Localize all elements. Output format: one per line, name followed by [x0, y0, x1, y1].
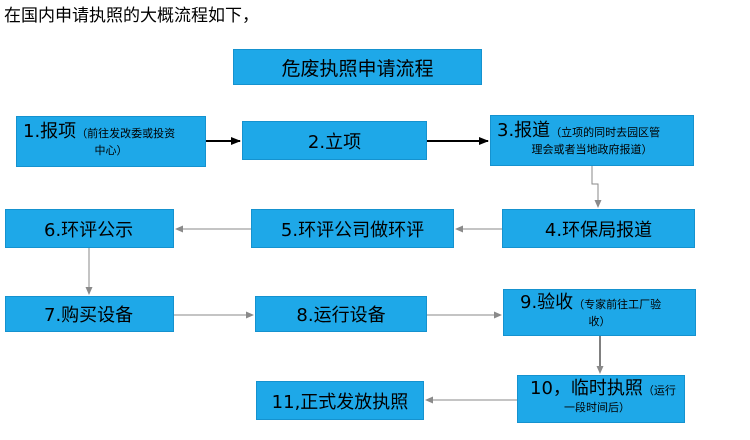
arrow-step3-to-step4 [591, 166, 602, 208]
step-3-note: （立项的同时去园区管 [550, 126, 661, 139]
step-1-note: （前往发改委或投资 [76, 127, 176, 140]
step-8-label: 8.运行设备 [296, 305, 386, 326]
step-1-label: 1.报项 [23, 121, 77, 142]
step-5-label: 5.环评公司做环评 [280, 219, 425, 241]
step-3-label: 3.报道 [497, 120, 551, 141]
step-1-box: 1.报项（前往发改委或投资 中心） [16, 116, 206, 167]
step-3-note-cont: 理会或者当地政府报道） [531, 143, 653, 156]
flowchart-title: 危废执照申请流程 [233, 49, 482, 85]
step-6-box: 6.环评公示 [5, 209, 174, 248]
step-9-box: 9.验收（专家前往工厂验 收） [503, 289, 696, 336]
step-9-note-cont: 收） [588, 315, 611, 328]
step-3-box: 3.报道（立项的同时去园区管 理会或者当地政府报道） [490, 115, 694, 166]
step-10-box: 10，临时执照（运行 一段时间后） [517, 375, 685, 423]
step-7-box: 7.购买设备 [5, 296, 174, 332]
step-2-box: 2.立项 [242, 121, 427, 160]
step-10-label: 10，临时执照 [530, 378, 643, 399]
step-4-box: 4.环保局报道 [502, 209, 695, 248]
step-2-label: 2.立项 [307, 131, 362, 153]
step-9-label: 9.验收 [520, 292, 574, 313]
step-11-label: 11,正式发放执照 [271, 391, 409, 413]
step-11-box: 11,正式发放执照 [256, 381, 424, 420]
flowchart-title-label: 危废执照申请流程 [281, 57, 434, 80]
step-4-label: 4.环保局报道 [544, 219, 653, 241]
step-1-note-cont: 中心） [94, 144, 128, 157]
step-5-box: 5.环评公司做环评 [251, 209, 454, 248]
step-9-note: （专家前往工厂验 [573, 298, 662, 311]
step-10-note: （运行 [642, 384, 676, 397]
step-10-note-cont: 一段时间后） [564, 401, 630, 414]
step-8-box: 8.运行设备 [255, 296, 427, 332]
step-7-label: 7.购买设备 [44, 305, 134, 326]
step-6-label: 6.环评公示 [44, 219, 134, 241]
intro-text: 在国内申请执照的大概流程如下， [4, 6, 259, 26]
